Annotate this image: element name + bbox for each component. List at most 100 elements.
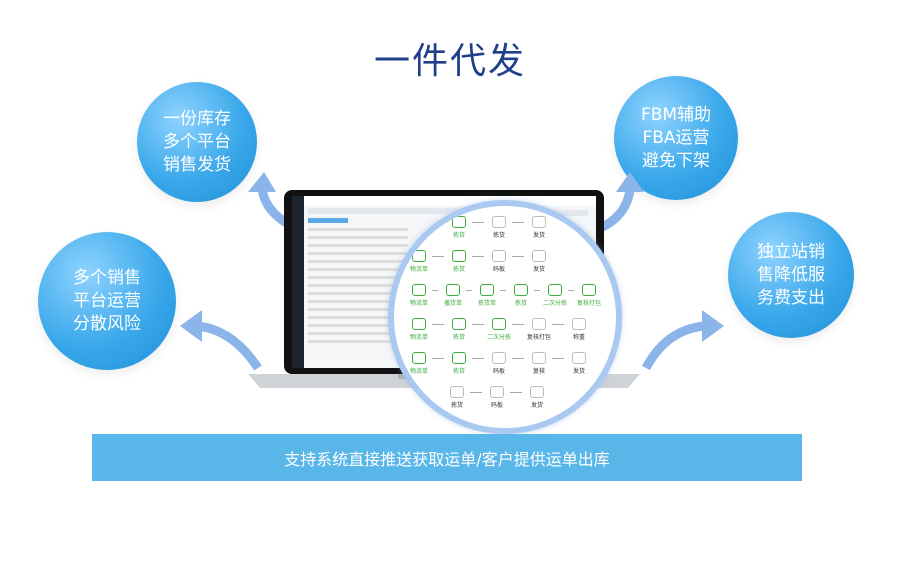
step-label: 称重 xyxy=(572,334,585,341)
workflow-step: 称重 xyxy=(566,318,592,341)
step-label: 拣货 xyxy=(452,266,465,273)
step-icon xyxy=(452,318,466,330)
step-icon xyxy=(492,216,506,228)
flow-arrow-icon xyxy=(534,290,540,291)
step-label: 复核 xyxy=(532,368,545,375)
flow-arrow-icon xyxy=(472,256,484,257)
bubble-line: 销售发货 xyxy=(163,154,231,175)
step-label: 物流单 xyxy=(409,368,428,375)
workflow-row: 物流单 拣货 拣货 发货 xyxy=(394,212,616,244)
step-icon xyxy=(412,318,426,330)
flow-arrow-icon xyxy=(552,324,564,325)
workflow-step: 发货 xyxy=(526,216,552,239)
workflow-step: 发货 xyxy=(566,352,592,375)
workflow-step: 码板 xyxy=(486,250,512,273)
bubble-line: 售降低服 xyxy=(757,264,825,285)
workflow-step: 物流单 xyxy=(406,284,432,307)
step-icon xyxy=(492,318,506,330)
step-icon xyxy=(412,216,426,228)
step-icon xyxy=(514,284,528,296)
flow-arrow-icon xyxy=(466,290,472,291)
workflow-step: 复核 xyxy=(526,352,552,375)
step-label: 拣货 xyxy=(452,232,465,239)
step-label: 拣货单 xyxy=(477,300,496,307)
workflow-step: 拣货 xyxy=(446,318,472,341)
step-label: 物流单 xyxy=(409,300,428,307)
step-label: 复核打包 xyxy=(576,300,601,307)
workflow-step: 物流单 xyxy=(406,352,432,375)
flow-arrow-icon xyxy=(568,290,574,291)
workflow-step: 复核打包 xyxy=(576,284,602,307)
step-label: 发货 xyxy=(532,232,545,239)
step-label: 拣货 xyxy=(452,368,465,375)
bubble-line: 一份库存 xyxy=(163,108,231,129)
flow-arrow-icon xyxy=(512,358,524,359)
workflow-step: 拣货 xyxy=(446,352,472,375)
step-label: 码板 xyxy=(492,266,505,273)
workflow-step: 二次分拣 xyxy=(542,284,568,307)
flow-arrow-icon xyxy=(472,222,484,223)
flow-arrow-icon xyxy=(472,358,484,359)
step-label: 拣货 xyxy=(452,334,465,341)
step-label: 发货 xyxy=(532,266,545,273)
step-label: 发货 xyxy=(572,368,585,375)
workflow-step: 物流单 xyxy=(406,250,432,273)
step-icon xyxy=(452,216,466,228)
page-title: 一件代发 xyxy=(373,41,526,82)
step-label: 播货单 xyxy=(443,300,462,307)
flow-arrow-icon xyxy=(510,392,522,393)
flow-arrow-icon xyxy=(512,324,524,325)
workflow-step: 播货单 xyxy=(440,284,466,307)
workflow-step: 二次分拣 xyxy=(486,318,512,341)
bubble-line: FBA运营 xyxy=(642,127,710,148)
step-icon xyxy=(572,318,586,330)
step-icon xyxy=(530,386,544,398)
flow-arrow-icon xyxy=(432,324,444,325)
workflow-row: 物流单 播货单 拣货单 拣货 二次分拣复核打包 xyxy=(394,280,616,312)
flow-arrow-icon xyxy=(500,290,506,291)
step-label: 物流单 xyxy=(409,266,428,273)
step-icon xyxy=(480,284,494,296)
step-icon xyxy=(532,352,546,364)
bubble-line: 平台运营 xyxy=(73,290,141,311)
bubble-line: 多个平台 xyxy=(163,131,231,152)
workflow-step: 码板 xyxy=(484,386,510,409)
bubble-line: 分散风险 xyxy=(73,313,141,334)
bubble-line: 独立站销 xyxy=(757,241,825,262)
step-icon xyxy=(412,284,426,296)
workflow-step: 拣货 xyxy=(446,250,472,273)
step-label: 物流单 xyxy=(409,334,428,341)
shipping-banner: 支持系统直接推送获取运单/客户提供运单出库 xyxy=(92,434,802,481)
workflow-step: 物流单 xyxy=(406,216,432,239)
bubble-line: 务费支出 xyxy=(757,287,825,308)
step-icon xyxy=(548,284,562,296)
step-icon xyxy=(532,216,546,228)
workflow-step: 拣货 xyxy=(444,386,470,409)
workflow-step: 物流单 xyxy=(406,318,432,341)
workflow-step: 拣货单 xyxy=(474,284,500,307)
workflow-step: 拣货 xyxy=(508,284,534,307)
bubble-line: 避免下架 xyxy=(642,150,710,171)
flow-arrow-icon xyxy=(472,324,484,325)
step-icon xyxy=(582,284,596,296)
workflow-step: 发货 xyxy=(526,250,552,273)
step-label: 物流单 xyxy=(409,232,428,239)
step-icon xyxy=(490,386,504,398)
workflow-row: 物流单 拣货 码板 发货 xyxy=(394,246,616,278)
step-icon xyxy=(532,250,546,262)
flow-arrow-icon xyxy=(432,222,444,223)
step-icon xyxy=(412,250,426,262)
workflow-row: 拣货码板发货 xyxy=(394,382,616,414)
step-icon xyxy=(450,386,464,398)
step-icon xyxy=(492,250,506,262)
step-label: 码板 xyxy=(492,368,505,375)
step-icon xyxy=(452,352,466,364)
bubble-risk: 多个销售 平台运营 分散风险 xyxy=(38,232,176,370)
step-label: 拣货 xyxy=(492,232,505,239)
step-icon xyxy=(412,352,426,364)
arrow-left-icon xyxy=(180,310,262,371)
flow-arrow-icon xyxy=(512,222,524,223)
step-label: 拣货 xyxy=(514,300,527,307)
workflow-step: 复核打包 xyxy=(526,318,552,341)
workflow-step: 发货 xyxy=(524,386,550,409)
